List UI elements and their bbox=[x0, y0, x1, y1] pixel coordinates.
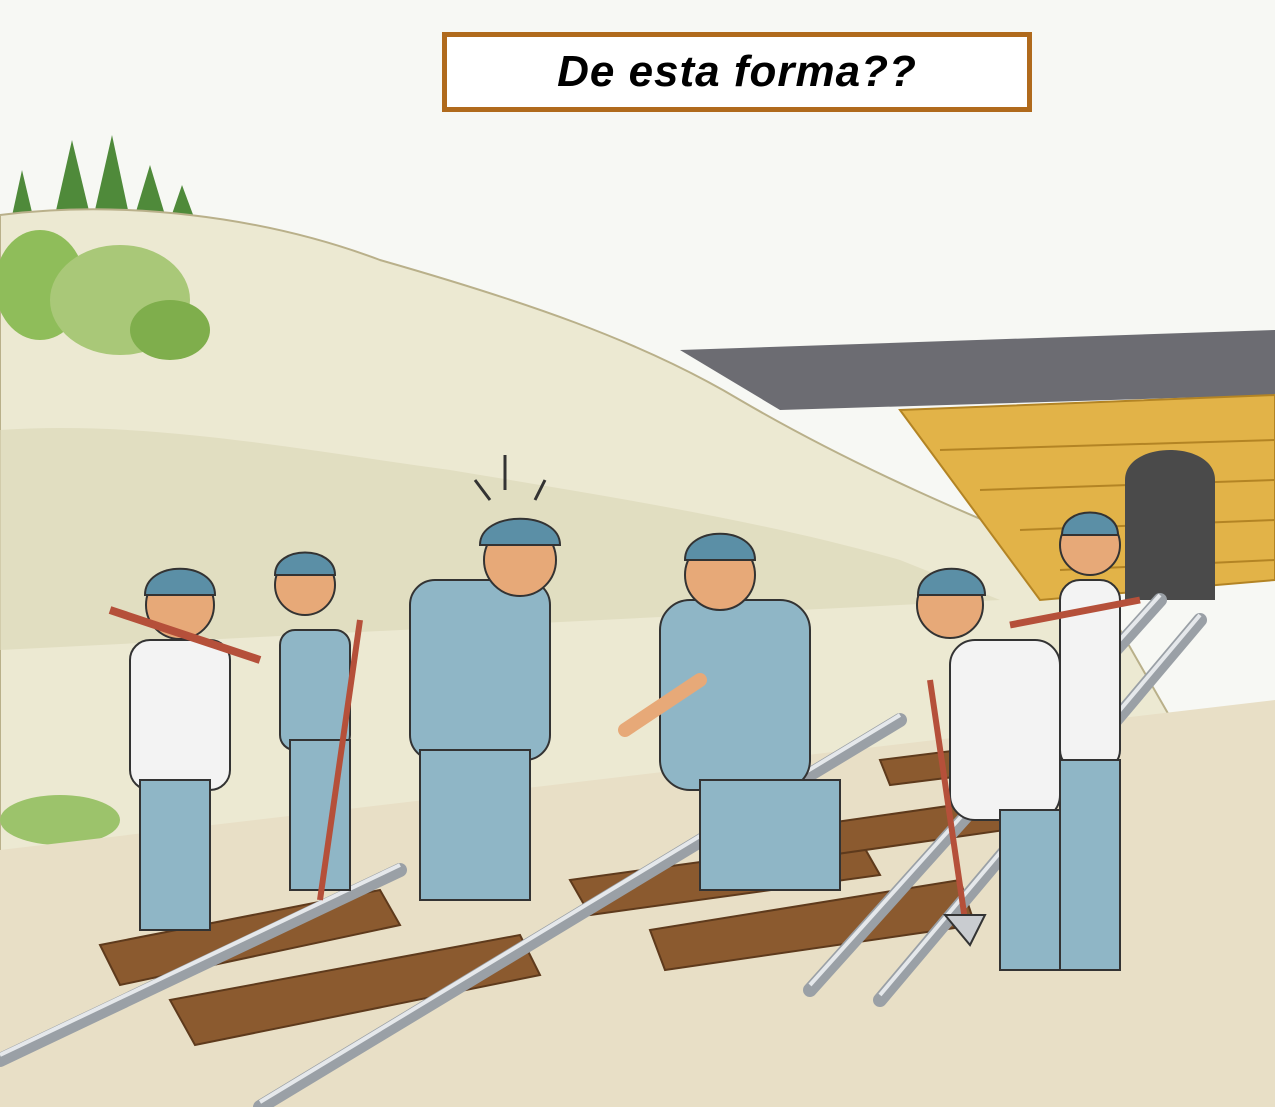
worker-1 bbox=[108, 567, 262, 931]
caption-text: De esta forma?? bbox=[557, 47, 917, 96]
worker-6 bbox=[1009, 511, 1141, 971]
bushes bbox=[0, 230, 210, 845]
bridge-top bbox=[680, 330, 1275, 410]
worker-3 bbox=[409, 455, 562, 901]
pine-trees bbox=[10, 135, 195, 225]
worker-2 bbox=[273, 551, 363, 901]
tunnel-opening bbox=[1125, 450, 1215, 600]
worker-4 bbox=[618, 532, 841, 891]
caption-box: De esta forma?? bbox=[442, 32, 1032, 112]
